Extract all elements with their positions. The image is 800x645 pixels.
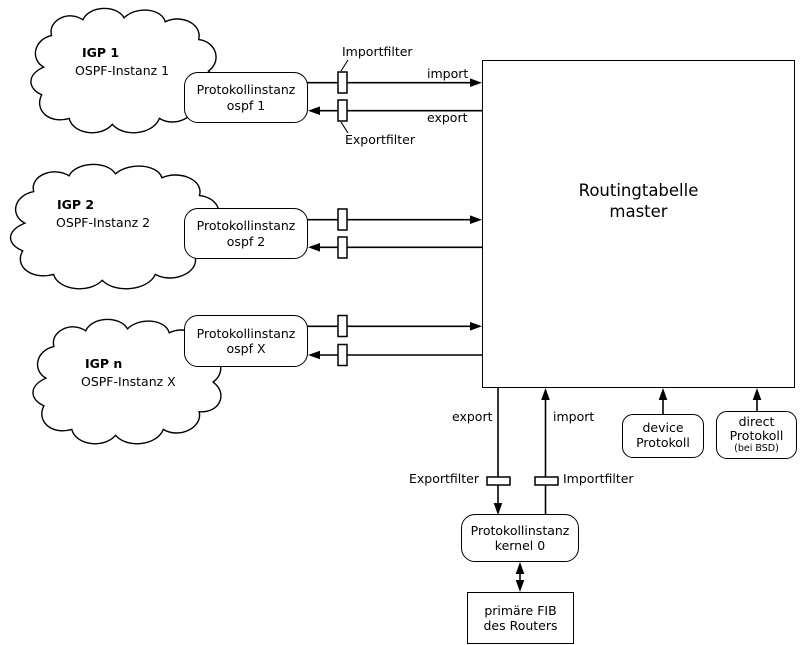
importfilter-label-top: Importfilter bbox=[342, 44, 413, 59]
protocol-instance-ospf-1-line2: ospf 1 bbox=[226, 97, 266, 113]
direct-arrowhead bbox=[752, 388, 762, 400]
direct-protocol-line3: (bei BSD) bbox=[734, 443, 779, 455]
export-filter-ospf-2 bbox=[337, 236, 348, 259]
export-filter-ospf-x bbox=[337, 343, 348, 367]
device-protocol-line2: Protokoll bbox=[636, 435, 690, 450]
protocol-instance-ospf-2-line2: ospf 2 bbox=[226, 233, 266, 249]
import-filter-ospf-x bbox=[337, 314, 348, 338]
export-arrowhead-to-kernel bbox=[493, 503, 503, 515]
fib-down-arrowhead bbox=[515, 580, 525, 592]
import-filter-ospf-1 bbox=[337, 71, 348, 94]
protocol-instance-ospf-1-box: Protokollinstanz ospf 1 bbox=[184, 72, 308, 123]
primary-fib-line1: primäre FIB bbox=[484, 602, 557, 618]
export-arrowhead-row-1 bbox=[308, 106, 320, 115]
import-arrowhead-row-3 bbox=[470, 322, 482, 331]
fib-up-arrowhead bbox=[515, 562, 525, 574]
cloud-igp-2-subtitle: OSPF-Instanz 2 bbox=[56, 215, 151, 230]
protocol-instance-ospf-x-line2: ospf X bbox=[226, 341, 266, 356]
row-2-arrows bbox=[307, 218, 482, 249]
routing-table-master-box: Routingtabelle master bbox=[482, 60, 795, 388]
direct-protocol-line2: Protokoll bbox=[729, 428, 784, 444]
exportfilter-label-bottom: Exportfilter bbox=[409, 471, 479, 486]
export-label-row-1: export bbox=[427, 110, 468, 125]
device-arrowhead bbox=[658, 388, 668, 400]
filter-rects bbox=[337, 71, 559, 486]
cloud-igp-n-title: IGP n bbox=[85, 356, 123, 371]
cloud-igp-2-title: IGP 2 bbox=[57, 197, 95, 212]
cloud-igp-1-subtitle: OSPF-Instanz 1 bbox=[75, 63, 170, 78]
importfilter-label-bottom: Importfilter bbox=[563, 471, 634, 486]
protocol-instance-ospf-1-line1: Protokollinstanz bbox=[196, 82, 296, 98]
export-label-kernel: export bbox=[452, 409, 493, 424]
direct-protocol-box: direct Protokoll (bei BSD) bbox=[716, 411, 797, 459]
routing-table-line2: master bbox=[609, 201, 668, 221]
filter-label-connectors bbox=[340, 59, 349, 134]
row-1-arrows bbox=[307, 81, 482, 112]
protocol-instance-ospf-2-line1: Protokollinstanz bbox=[196, 218, 296, 234]
protocol-instance-ospf-x-line1: Protokollinstanz bbox=[196, 325, 296, 341]
export-filter-ospf-1 bbox=[337, 99, 348, 122]
protocol-instance-ospf-2-box: Protokollinstanz ospf 2 bbox=[184, 208, 308, 259]
export-arrowhead-row-3 bbox=[308, 350, 320, 360]
import-label-row-1: import bbox=[427, 66, 469, 81]
export-filter-kernel bbox=[486, 476, 511, 486]
protocol-instance-ospf-x-box: Protokollinstanz ospf X bbox=[184, 315, 308, 367]
device-protocol-box: device Protokoll bbox=[622, 414, 704, 458]
import-arrowhead-row-1 bbox=[470, 78, 482, 87]
import-arrowhead-row-2 bbox=[470, 215, 482, 224]
primary-fib-box: primäre FIB des Routers bbox=[467, 592, 574, 644]
cloud-igp-n-subtitle: OSPF-Instanz X bbox=[81, 374, 176, 389]
cloud-igp-1-title: IGP 1 bbox=[82, 45, 120, 60]
import-label-kernel: import bbox=[553, 409, 595, 424]
import-arrowhead-from-kernel bbox=[541, 388, 550, 400]
kernel-protocol-box: Protokollinstanz kernel 0 bbox=[461, 514, 579, 562]
row-3-arrows bbox=[307, 325, 482, 356]
primary-fib-line2: des Routers bbox=[483, 618, 558, 633]
import-filter-ospf-2 bbox=[337, 208, 348, 231]
direct-protocol-line1: direct bbox=[738, 414, 775, 430]
exportfilter-label-top: Exportfilter bbox=[345, 132, 415, 147]
routing-table-line1: Routingtabelle bbox=[578, 181, 699, 200]
kernel-protocol-line2: kernel 0 bbox=[494, 538, 546, 553]
kernel-protocol-line1: Protokollinstanz bbox=[470, 522, 570, 538]
export-arrowhead-row-2 bbox=[308, 243, 320, 252]
device-protocol-line1: device bbox=[642, 420, 684, 436]
import-filter-kernel bbox=[534, 476, 559, 486]
